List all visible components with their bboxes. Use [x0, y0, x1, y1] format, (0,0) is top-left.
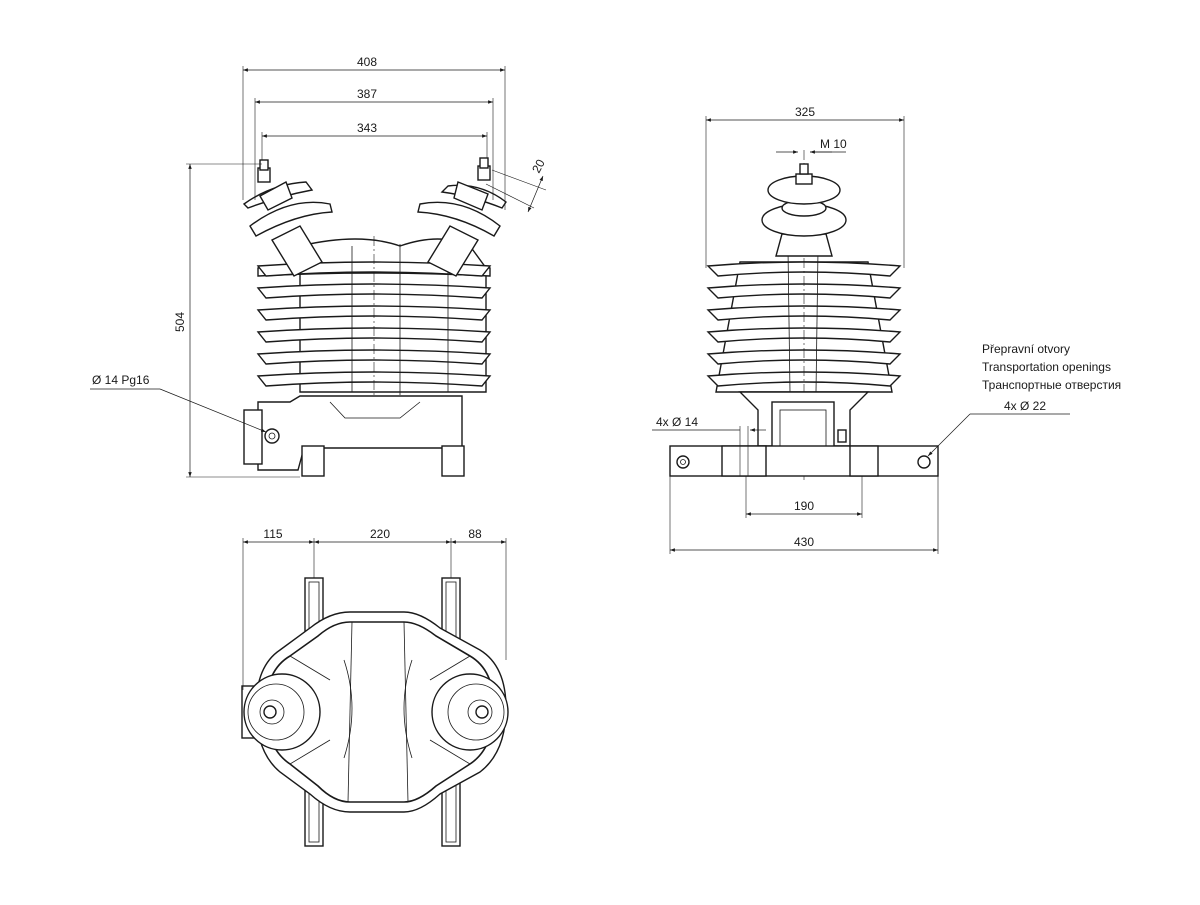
dim-190: 190: [794, 499, 814, 513]
top-housing: [255, 611, 507, 813]
left-bushing: [242, 159, 333, 277]
dim-220: 220: [370, 527, 390, 541]
thread-label: M 10: [820, 137, 847, 151]
top-bushing: [761, 163, 847, 257]
transport-label-cz: Přepravní otvory: [982, 342, 1070, 356]
dim-504: 504: [173, 312, 187, 332]
dim-20: 20: [529, 157, 548, 176]
front-base: [243, 395, 465, 477]
top-left-bushing: [243, 673, 321, 751]
dim-325: 325: [795, 105, 815, 119]
cable-gland-label: Ø 14 Pg16: [92, 373, 150, 387]
mount-holes-label: 4x Ø 14: [656, 415, 698, 429]
cable-gland-icon: [264, 428, 280, 444]
right-bushing: [417, 157, 507, 277]
dim-115: 115: [263, 527, 282, 541]
insulator-fin: [256, 371, 492, 387]
transport-hole-right-icon: [917, 455, 931, 469]
side-fins: [706, 261, 902, 387]
dim-387: 387: [357, 87, 377, 101]
insulator-fin: [706, 261, 902, 277]
terminal-nut-icon: [263, 705, 277, 719]
dim-88: 88: [468, 527, 482, 541]
transport-label-en: Transportation openings: [982, 360, 1111, 374]
dim-408: 408: [357, 55, 377, 69]
transport-holes-label: 4x Ø 22: [1004, 399, 1046, 413]
transport-hole-left-icon: [676, 455, 690, 469]
top-right-bushing: [431, 673, 509, 751]
top-view: 115 220 88: [241, 527, 509, 847]
dim-430: 430: [794, 535, 814, 549]
side-base: [669, 391, 939, 477]
dim-343: 343: [357, 121, 377, 135]
terminal-nut-icon: [475, 705, 489, 719]
side-view: 325 M 10 4x Ø 14 190 430 Přepravní otvor…: [652, 105, 1121, 554]
transport-label-ru: Транспортные отверстия: [982, 378, 1121, 392]
front-view: 408 387 343 20 504 Ø 14 Pg16: [90, 55, 548, 478]
